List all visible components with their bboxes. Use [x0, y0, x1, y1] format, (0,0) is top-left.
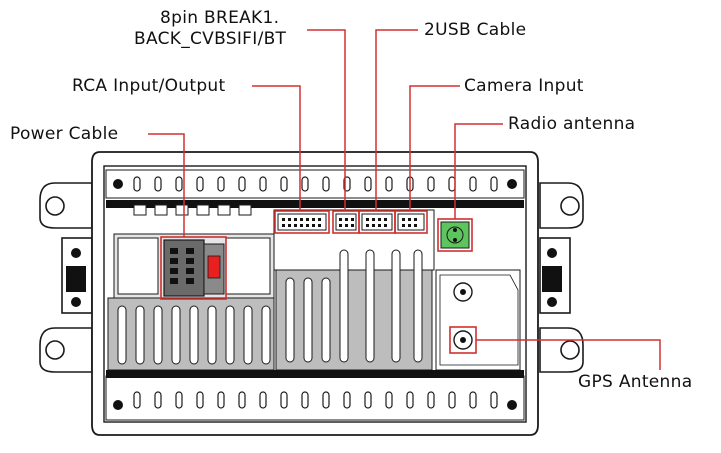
power-leader — [148, 133, 185, 237]
right-side-clips — [542, 248, 562, 307]
eight-pin-leader — [307, 29, 346, 211]
label-eight-pin-line1: 8pin BREAK1. — [160, 8, 280, 28]
middle-grille-slots — [285, 249, 423, 363]
leader-lines — [148, 29, 661, 370]
power-connector — [163, 239, 225, 297]
antenna-panel-contour — [439, 274, 519, 366]
radio-leader — [454, 123, 503, 219]
label-radio: Radio antenna — [508, 114, 636, 134]
power-highlight — [160, 236, 227, 300]
gps-antenna-socket — [453, 330, 473, 350]
rail-tabs — [133, 204, 252, 216]
usb-leader — [375, 29, 418, 211]
label-camera: Camera Input — [464, 76, 584, 96]
middle-grille-panel — [275, 269, 433, 371]
power-connector-latch — [207, 255, 221, 279]
left-blank-connector — [117, 237, 159, 295]
left-grille-slots — [117, 305, 271, 365]
eight-pin-connector — [335, 213, 357, 231]
top-black-rail — [106, 200, 524, 208]
camera-leader — [409, 85, 460, 211]
camera-highlight — [394, 210, 428, 234]
label-gps: GPS Antenna — [578, 372, 693, 392]
rca-highlight — [274, 210, 330, 234]
label-power: Power Cable — [10, 124, 119, 144]
camera-connector — [397, 213, 425, 231]
label-rca: RCA Input/Output — [72, 76, 226, 96]
gps-leader — [476, 339, 661, 370]
antenna-panel — [435, 269, 521, 371]
aux-antenna-socket — [453, 282, 473, 302]
left-side-clips — [66, 248, 86, 307]
bottom-vent-strip — [105, 370, 525, 421]
usb-connector — [361, 213, 393, 231]
rca-connector — [277, 213, 327, 231]
label-eight-pin-line2: BACK_CVBSIFI/BT — [134, 29, 287, 49]
top-vent-strip — [105, 169, 525, 199]
right-blank-connector — [225, 237, 271, 295]
rca-leader — [252, 85, 301, 211]
radio-antenna-socket — [440, 221, 470, 249]
label-two-usb: 2USB Cable — [424, 20, 527, 40]
